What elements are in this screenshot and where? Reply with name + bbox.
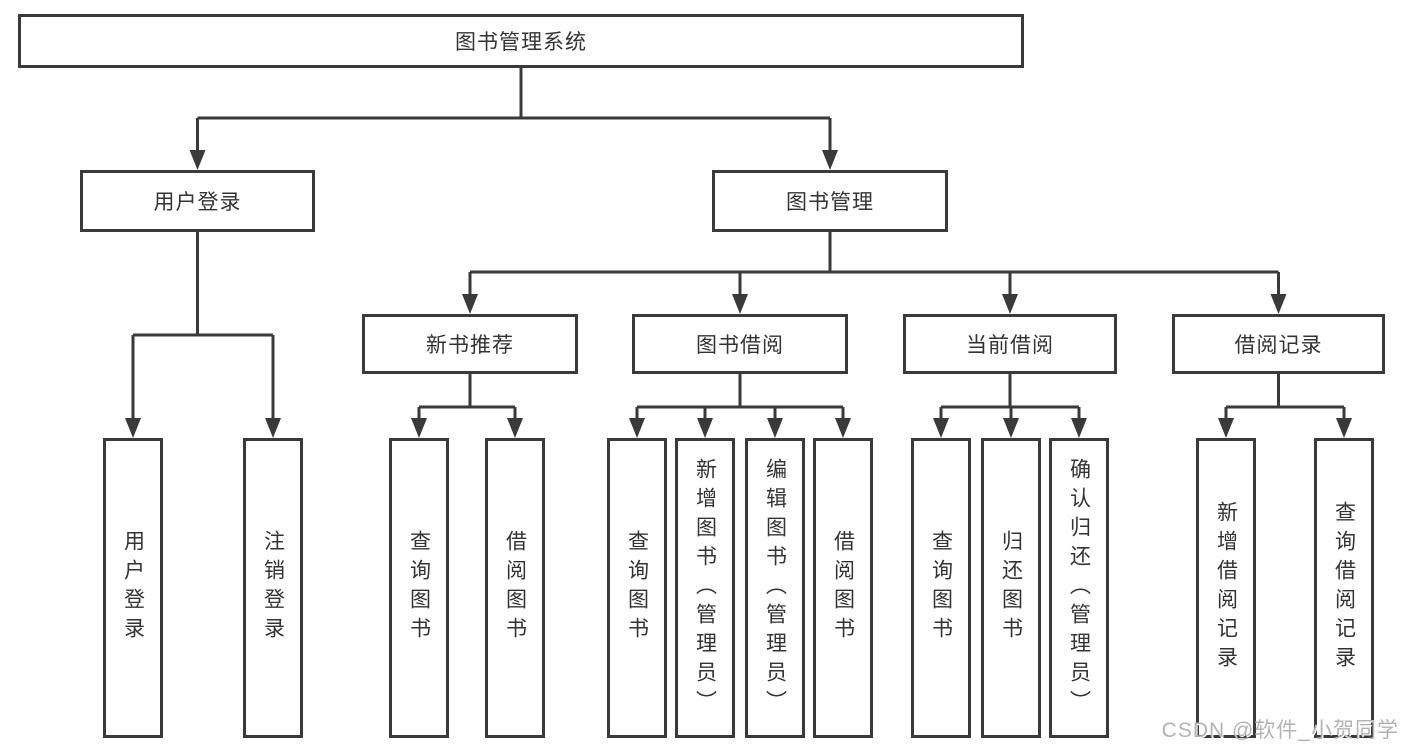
leaf-logout: 注销登录 (243, 438, 303, 738)
arrowhead (507, 418, 523, 438)
node-new-book-recommend: 新书推荐 (362, 314, 578, 374)
leaf-label: 查询图书 (407, 530, 431, 646)
arrowhead (1002, 294, 1018, 314)
leaf-current-confirm-return: 确认归还（管理员） (1049, 438, 1109, 738)
arrowhead (189, 150, 206, 170)
leaf-user-login: 用户登录 (103, 438, 163, 738)
arrowhead (265, 418, 281, 438)
arrowhead (1071, 418, 1087, 438)
leaf-borrow-borrow-books: 借阅图书 (813, 438, 873, 738)
leaf-label: 查询图书 (625, 530, 649, 646)
arrowhead (629, 418, 645, 438)
leaf-label: 编辑图书（管理员） (763, 457, 787, 719)
connector-book-borrow-branch (635, 374, 845, 418)
connector-new-book-branch (417, 374, 517, 418)
arrowhead (1003, 418, 1019, 438)
leaf-borrow-edit-books: 编辑图书（管理员） (745, 438, 805, 738)
node-label: 当前借阅 (966, 334, 1054, 357)
arrowhead (462, 294, 478, 314)
arrowhead (835, 418, 851, 438)
leaf-label: 借阅图书 (503, 530, 527, 646)
connector-borrow-records-branch (1224, 374, 1346, 418)
arrowhead (933, 418, 949, 438)
leaf-label: 新增借阅记录 (1214, 501, 1238, 675)
leaf-current-return-books: 归还图书 (981, 438, 1041, 738)
leaf-label: 归还图书 (999, 530, 1023, 646)
connector-root-branch (196, 68, 832, 150)
node-current-borrow: 当前借阅 (903, 314, 1117, 374)
arrowhead (697, 418, 713, 438)
arrowhead (411, 418, 427, 438)
connector-user-login-branch (131, 232, 275, 418)
leaf-label: 借阅图书 (831, 530, 855, 646)
leaf-label: 用户登录 (121, 530, 145, 646)
connector-current-borrow-branch (939, 374, 1081, 418)
node-label: 图书借阅 (696, 334, 784, 357)
node-borrow-records: 借阅记录 (1172, 314, 1385, 374)
arrowhead (822, 150, 838, 170)
leaf-label: 查询图书 (929, 530, 953, 646)
node-label: 借阅记录 (1234, 334, 1323, 357)
arrowhead (125, 418, 141, 438)
node-label: 图书管理 (786, 191, 874, 214)
node-book-management: 图书管理 (712, 170, 948, 232)
leaf-borrow-add-books: 新增图书（管理员） (675, 438, 735, 738)
arrowhead (1336, 418, 1352, 438)
leaf-records-query-record: 查询借阅记录 (1314, 438, 1374, 738)
leaf-label: 确认归还（管理员） (1067, 457, 1091, 719)
node-user-login: 用户登录 (80, 170, 315, 232)
arrowhead (1218, 418, 1234, 438)
leaf-label: 查询借阅记录 (1332, 501, 1356, 675)
node-label: 用户登录 (153, 191, 242, 214)
arrowhead (1270, 294, 1287, 314)
leaf-recommend-query-books: 查询图书 (389, 438, 449, 738)
leaf-label: 注销登录 (261, 530, 285, 646)
leaf-label: 新增图书（管理员） (693, 457, 717, 719)
connector-book-mgmt-branch (468, 232, 1280, 294)
node-label: 新书推荐 (426, 334, 514, 357)
leaf-recommend-borrow-books: 借阅图书 (485, 438, 545, 738)
csdn-watermark: CSDN @软件_小贺同学 (1161, 719, 1399, 742)
arrowhead (732, 294, 748, 314)
node-root-system: 图书管理系统 (18, 14, 1024, 68)
leaf-borrow-query-books: 查询图书 (607, 438, 667, 738)
leaf-current-query-books: 查询图书 (911, 438, 971, 738)
leaf-records-add-record: 新增借阅记录 (1196, 438, 1256, 738)
node-label: 图书管理系统 (455, 31, 587, 54)
node-book-borrow: 图书借阅 (632, 314, 848, 374)
arrowhead (767, 418, 783, 438)
